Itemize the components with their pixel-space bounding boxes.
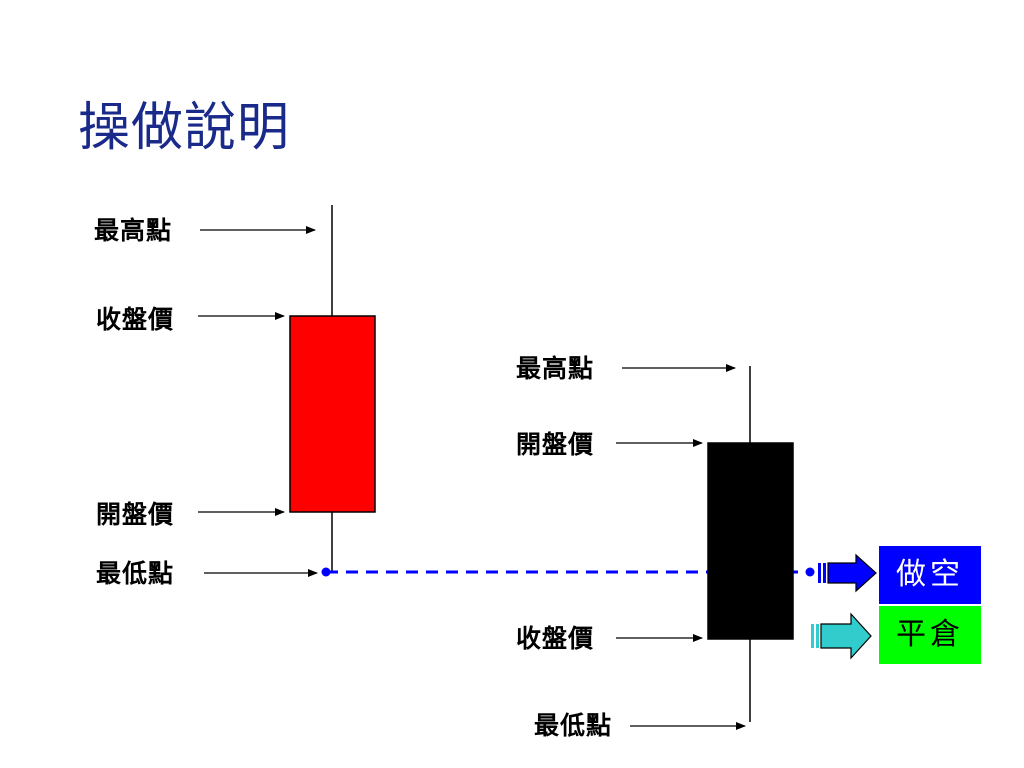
- right-open-label: 開盤價: [516, 430, 595, 459]
- right-low-label: 最低點: [534, 711, 613, 740]
- left-close-label: 收盤價: [96, 305, 175, 334]
- close-position-box: 平倉: [879, 606, 981, 664]
- left-candle-body: [289, 315, 376, 513]
- left-high-label: 最高點: [94, 216, 173, 245]
- right-high-label: 最高點: [516, 354, 595, 383]
- left-low-label: 最低點: [96, 559, 175, 588]
- right-reference-dot: [805, 567, 815, 577]
- right-candle-body: [707, 442, 794, 640]
- right-arrow-icon: [818, 553, 877, 593]
- right-arrow-icon: [811, 612, 872, 660]
- left-open-label: 開盤價: [96, 500, 175, 529]
- page-title: 操做說明: [78, 98, 291, 158]
- left-low-dot: [321, 567, 331, 577]
- right-close-label: 收盤價: [516, 624, 595, 653]
- short-sell-box: 做空: [879, 546, 981, 604]
